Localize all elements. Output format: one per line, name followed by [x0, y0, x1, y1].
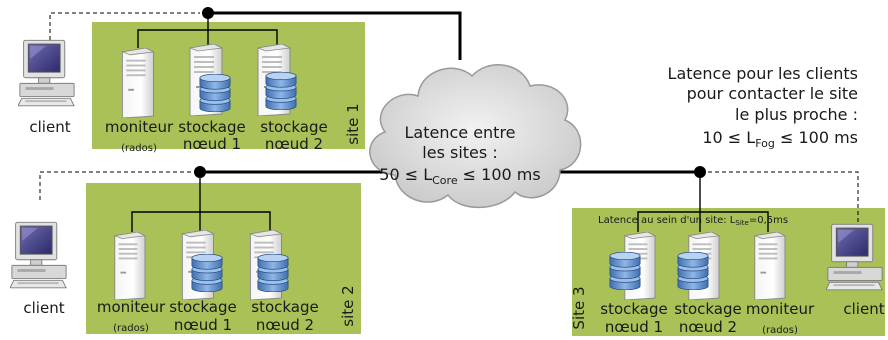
fog-formula: 10 ≤ LFog ≤ 100 ms — [702, 128, 858, 150]
site-2-server-1-sublabel: (rados) — [113, 323, 149, 334]
fog-line-1: Latence pour les clients — [668, 64, 858, 83]
site-2-server-2-sublabel: nœud 1 — [174, 316, 232, 334]
site-1-server-3-label: stockage — [260, 118, 328, 136]
site-2-label: site 2 — [339, 285, 357, 326]
site-1-server-2-sublabel: nœud 1 — [183, 135, 241, 153]
site-2-server-1-label: moniteur — [97, 298, 166, 316]
computer-icon — [18, 39, 75, 107]
site-2-server-2-label: stockage — [169, 298, 237, 316]
site-2-server-3-sublabel: nœud 2 — [256, 316, 314, 334]
site-3-intra-latency: Latence au sein d'un site: LSite=0,5ms — [598, 215, 788, 227]
junction-dot-site-1 — [202, 7, 214, 19]
site-3-server-3-label: moniteur — [746, 300, 815, 318]
site-3-server-2-sublabel: nœud 2 — [679, 318, 737, 336]
disk-stack-icon — [257, 254, 289, 292]
site-2-server-moniteur — [114, 232, 146, 300]
cloud-line-1: Latence entre — [404, 123, 515, 142]
client-label: client — [23, 299, 64, 317]
computer-icon — [10, 221, 67, 289]
junction-dot-site-3 — [694, 166, 706, 178]
site-3-server-moniteur — [754, 232, 786, 300]
site-1-server-1-label: moniteur — [105, 118, 174, 136]
client-label: client — [843, 300, 884, 318]
core-cloud — [369, 64, 582, 209]
site-1-label: site 1 — [344, 103, 362, 144]
site-1-server-1-sublabel: (rados) — [121, 143, 157, 154]
site-1-server-3-sublabel: nœud 2 — [265, 135, 323, 153]
site-3-server-1-sublabel: nœud 1 — [605, 318, 663, 336]
site-3-server-3-sublabel: (rados) — [762, 325, 798, 336]
disk-stack-icon — [677, 252, 709, 290]
site-1-server-stockage-2 — [257, 44, 297, 116]
network-lines — [200, 11, 700, 174]
cloud-line-2: les sites : — [422, 143, 497, 162]
fog-line-2: pour contacter le site — [687, 84, 858, 103]
disk-stack-icon — [265, 72, 297, 110]
disk-stack-icon — [609, 252, 641, 290]
disk-stack-icon — [199, 74, 231, 112]
site-1-server-moniteur — [121, 48, 154, 118]
site-3-server-1-label: stockage — [600, 300, 668, 318]
site-1-server-2-label: stockage — [178, 118, 246, 136]
site-3-server-2-label: stockage — [674, 300, 742, 318]
fog-line-3: le plus proche : — [735, 105, 858, 124]
client-label: client — [29, 118, 70, 136]
site-2-server-3-label: stockage — [251, 298, 319, 316]
cloud-formula: 50 ≤ LCore ≤ 100 ms — [379, 165, 540, 187]
site-3-label: Site 3 — [570, 286, 588, 329]
disk-stack-icon — [191, 254, 223, 292]
junction-dot-site-2 — [194, 166, 206, 178]
client-links — [39, 12, 859, 222]
